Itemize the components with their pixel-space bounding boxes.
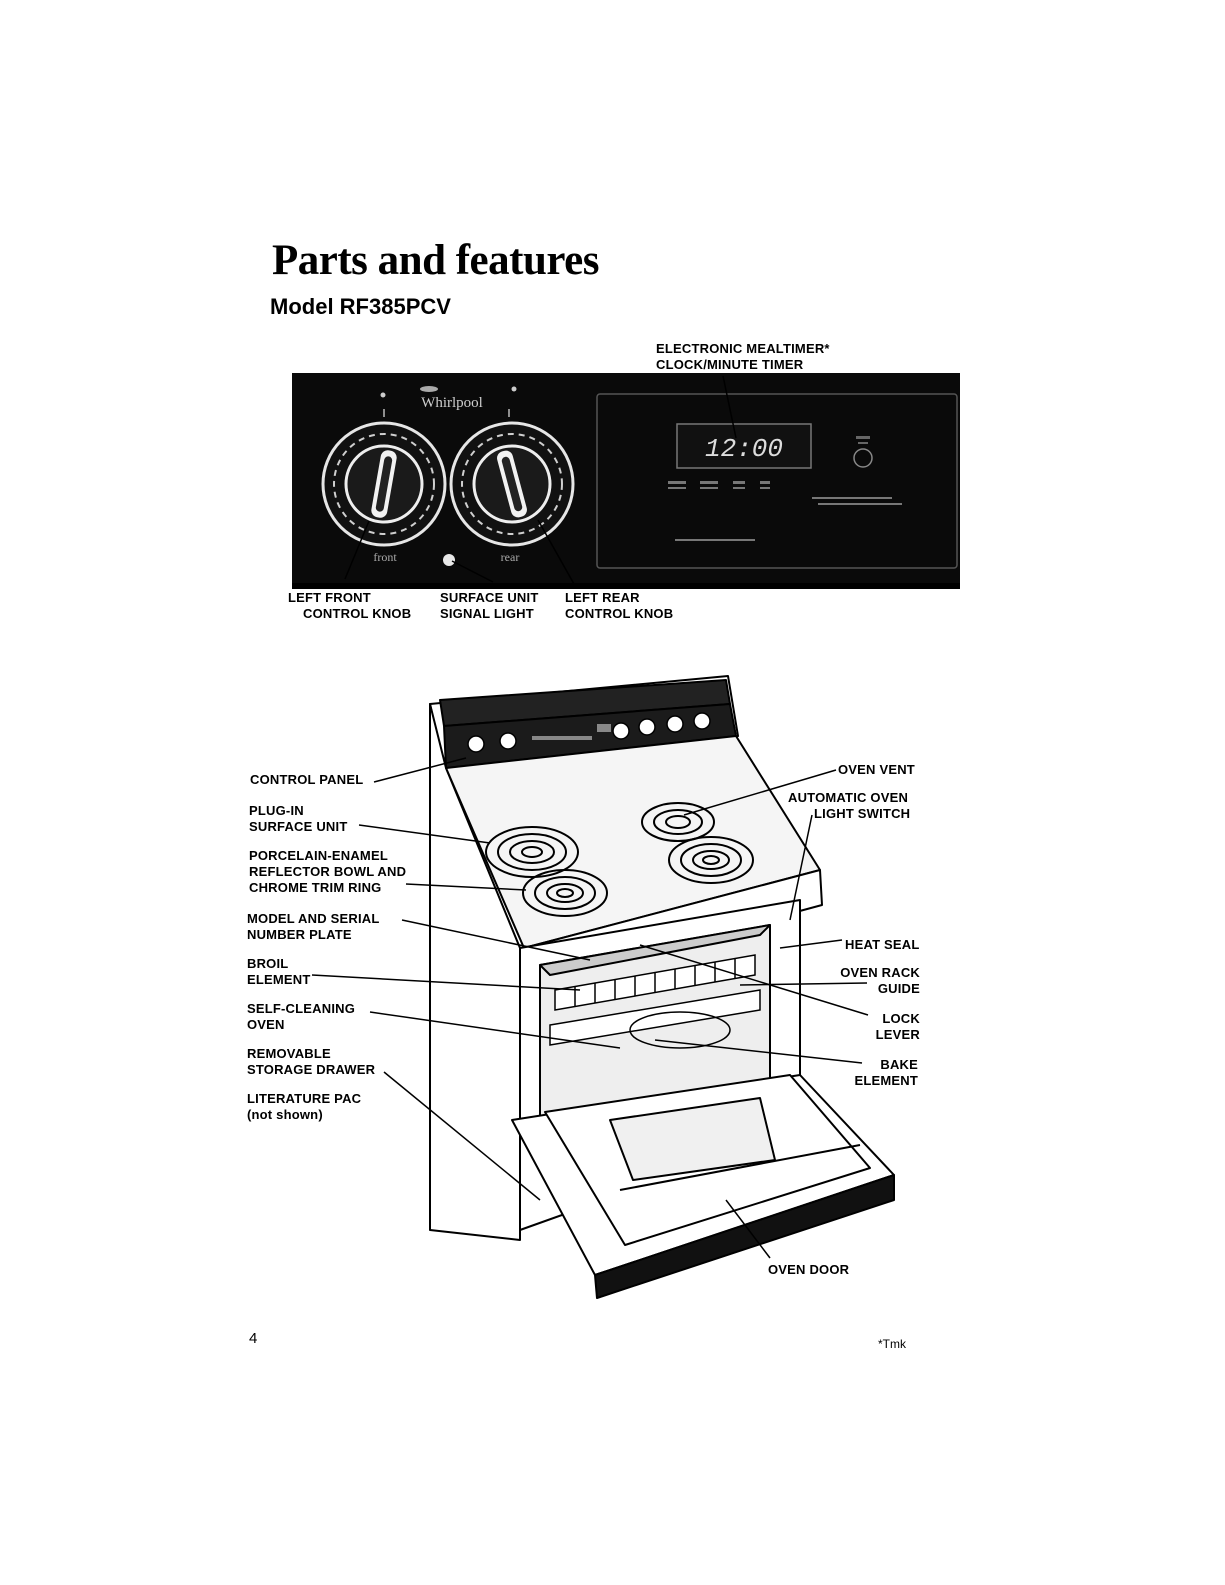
callout-oven-rack-guide: OVEN RACK GUIDE: [840, 965, 920, 996]
callout-storage-drawer: REMOVABLE STORAGE DRAWER: [247, 1046, 376, 1077]
left-rear-control-knob: [449, 421, 575, 547]
whirlpool-logo: Whirlpool: [421, 395, 483, 411]
callout-bake-element: BAKE ELEMENT: [854, 1057, 918, 1088]
callout-lock-lever: LOCK LEVER: [875, 1011, 920, 1042]
left-front-control-knob: [321, 421, 447, 547]
callout-electronic-mealtimer: ELECTRONIC MEALTIMER* CLOCK/MINUTE TIMER: [656, 341, 830, 372]
trademark-note: *Tmk: [878, 1337, 906, 1351]
callout-surface-unit-signal-light: SURFACE UNIT SIGNAL LIGHT: [440, 590, 539, 621]
callout-left-rear-knob: LEFT REAR CONTROL KNOB: [565, 590, 674, 621]
oven-light-button: [853, 448, 873, 468]
signal-light: [443, 554, 455, 566]
clock-display: [676, 423, 812, 469]
callout-heat-seal: HEAT SEAL: [845, 937, 920, 952]
callout-left-front-knob: LEFT FRONT CONTROL KNOB: [288, 590, 412, 621]
model-subtitle: Model RF385PCV: [270, 294, 451, 319]
rear-knob-label: rear: [501, 550, 520, 564]
callout-reflector-bowl: PORCELAIN-ENAMEL REFLECTOR BOWL AND CHRO…: [249, 848, 407, 895]
callout-literature-pac: LITERATURE PAC (not shown): [247, 1091, 362, 1122]
callout-control-panel: CONTROL PANEL: [250, 772, 364, 787]
callout-self-cleaning-oven: SELF-CLEANING OVEN: [247, 1001, 356, 1032]
clock-readout: 12:00: [705, 434, 783, 464]
timer-window: [596, 393, 958, 569]
callout-plug-in-surface-unit: PLUG-IN SURFACE UNIT: [249, 803, 348, 834]
control-panel-illustration: 12:00 Whirlpool front rear: [292, 373, 960, 589]
callout-oven-door: OVEN DOOR: [768, 1262, 850, 1277]
callout-broil-element: BROIL ELEMENT: [247, 956, 311, 987]
callout-oven-light-switch: AUTOMATIC OVEN LIGHT SWITCH: [788, 790, 911, 821]
range-illustration: [311, 675, 895, 1299]
callout-model-serial-plate: MODEL AND SERIAL NUMBER PLATE: [247, 911, 380, 942]
front-knob-label: front: [373, 550, 397, 564]
page-title: Parts and features: [272, 237, 600, 284]
callout-oven-vent: OVEN VENT: [838, 762, 915, 777]
page-number: 4: [249, 1330, 258, 1347]
